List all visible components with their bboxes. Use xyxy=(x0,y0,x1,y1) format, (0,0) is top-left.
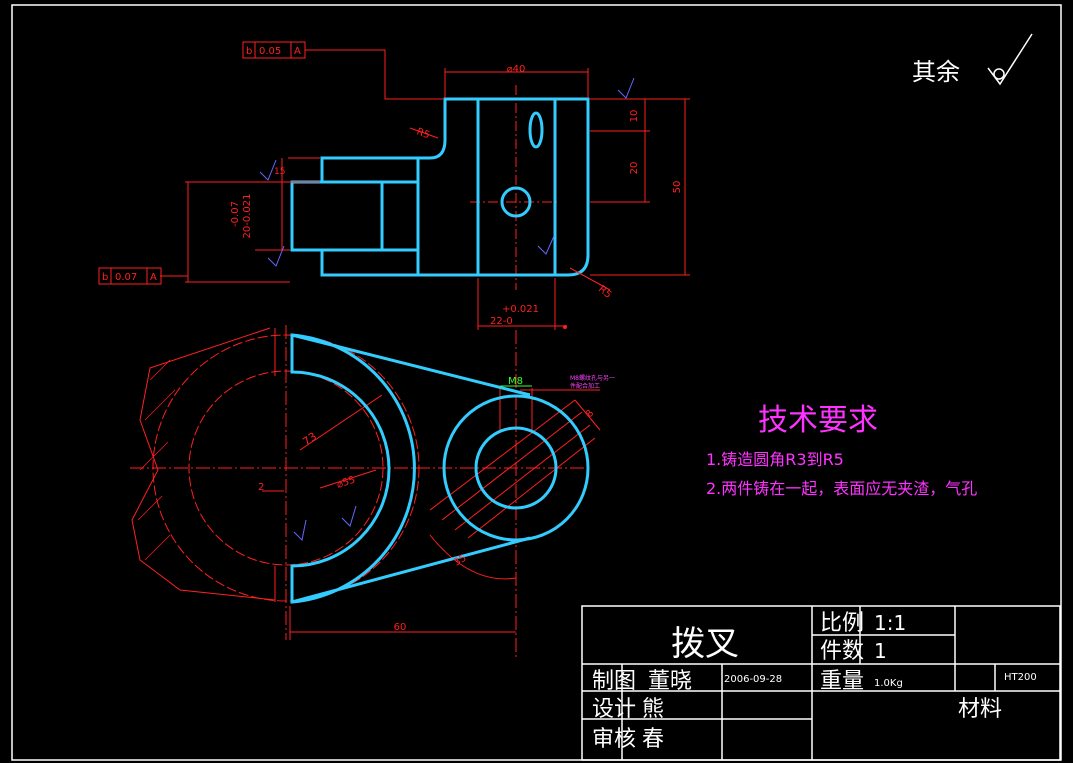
svg-text:b: b xyxy=(246,46,252,57)
review-label: 审核 xyxy=(592,727,636,752)
svg-text:0.07: 0.07 xyxy=(115,272,137,283)
fork-web-bottom xyxy=(291,536,531,604)
dim-50: 50 xyxy=(672,181,683,194)
quantity-value: 1 xyxy=(874,639,887,663)
dim-r5-top: R5 xyxy=(415,126,431,141)
roughness-note: 其余 xyxy=(912,58,960,86)
dim-60: 60 xyxy=(394,622,407,633)
design-label: 设计 xyxy=(592,697,636,722)
dim-10: 10 xyxy=(629,110,640,123)
review-by: 春 xyxy=(642,727,664,752)
fork-web-top xyxy=(291,333,531,397)
dim-tol-left-upper: -0.07 xyxy=(230,201,241,227)
pin-hole xyxy=(500,186,532,218)
front-view: M8 M8螺纹孔与另一 件配合加工 8 73 ⌀55 2 35 60 xyxy=(130,325,615,660)
title-block-text: 拨叉 比例 1:1 件数 1 重量 1.0Kg 材料 HT200 制图 董晓 2… xyxy=(592,611,1037,752)
drawn-date: 2006-09-28 xyxy=(724,674,782,685)
scale-label: 比例 xyxy=(820,611,864,636)
dim-tol-bottom-upper: +0.021 xyxy=(502,304,539,315)
svg-text:A: A xyxy=(150,272,157,283)
design-by: 熊 xyxy=(642,697,664,722)
drawing-border xyxy=(11,4,1062,761)
tech-requirement-2: 2.两件铸在一起，表面应无夹渣，气孔 xyxy=(706,479,977,498)
svg-text:0.05: 0.05 xyxy=(259,46,281,57)
tech-requirements-title: 技术要求 xyxy=(758,403,878,438)
boss-inner xyxy=(474,426,558,510)
material-value: HT200 xyxy=(1004,672,1037,683)
tech-requirement-1: 1.铸造圆角R3到R5 xyxy=(706,450,844,469)
drawn-by: 董晓 xyxy=(648,669,692,694)
weight-label: 重量 xyxy=(820,669,864,694)
drawn-label: 制图 xyxy=(592,669,636,694)
tech-requirements: 技术要求 1.铸造圆角R3到R5 2.两件铸在一起，表面应无夹渣，气孔 xyxy=(706,403,977,498)
dim-dia-55: ⌀55 xyxy=(336,475,357,491)
dim-20: 20 xyxy=(629,162,640,175)
dim-r73: 73 xyxy=(300,430,319,449)
dim-r5-bottom: R5 xyxy=(596,284,613,301)
dim-8: 8 xyxy=(584,408,597,420)
dim-2: 2 xyxy=(258,482,264,493)
svg-text:b: b xyxy=(102,272,108,283)
dim-tol-bottom-lower: 22-0 xyxy=(490,316,513,327)
top-view-outline xyxy=(290,97,590,277)
material-label: 材料 xyxy=(958,697,1002,722)
dim-m8: M8 xyxy=(508,376,523,387)
dim-dia-40: ⌀40 xyxy=(507,64,526,75)
title-block xyxy=(581,605,1061,761)
part-name: 拨叉 xyxy=(671,624,739,664)
dim-15: 15 xyxy=(274,167,285,177)
weight-value: 1.0Kg xyxy=(874,678,903,689)
tolerance-frame-top: b 0.05 A xyxy=(242,41,306,59)
quantity-label: 件数 xyxy=(820,639,864,664)
roughness-symbol: 其余 xyxy=(912,33,1033,86)
dim-tol-left-lower: 20-0.021 xyxy=(242,194,253,239)
tolerance-frame-left: b 0.07 A xyxy=(98,267,162,285)
top-view: ⌀40 10 20 50 R5 R5 15 -0.07 20-0.021 +0.… xyxy=(98,41,690,330)
hole-note-line-1: M8螺纹孔与另一 xyxy=(570,374,615,382)
scale-value: 1:1 xyxy=(874,611,906,635)
svg-text:A: A xyxy=(294,46,301,57)
slot-hole xyxy=(528,111,544,149)
hole-note-line-2: 件配合加工 xyxy=(570,382,600,390)
boss-outer xyxy=(442,394,590,542)
